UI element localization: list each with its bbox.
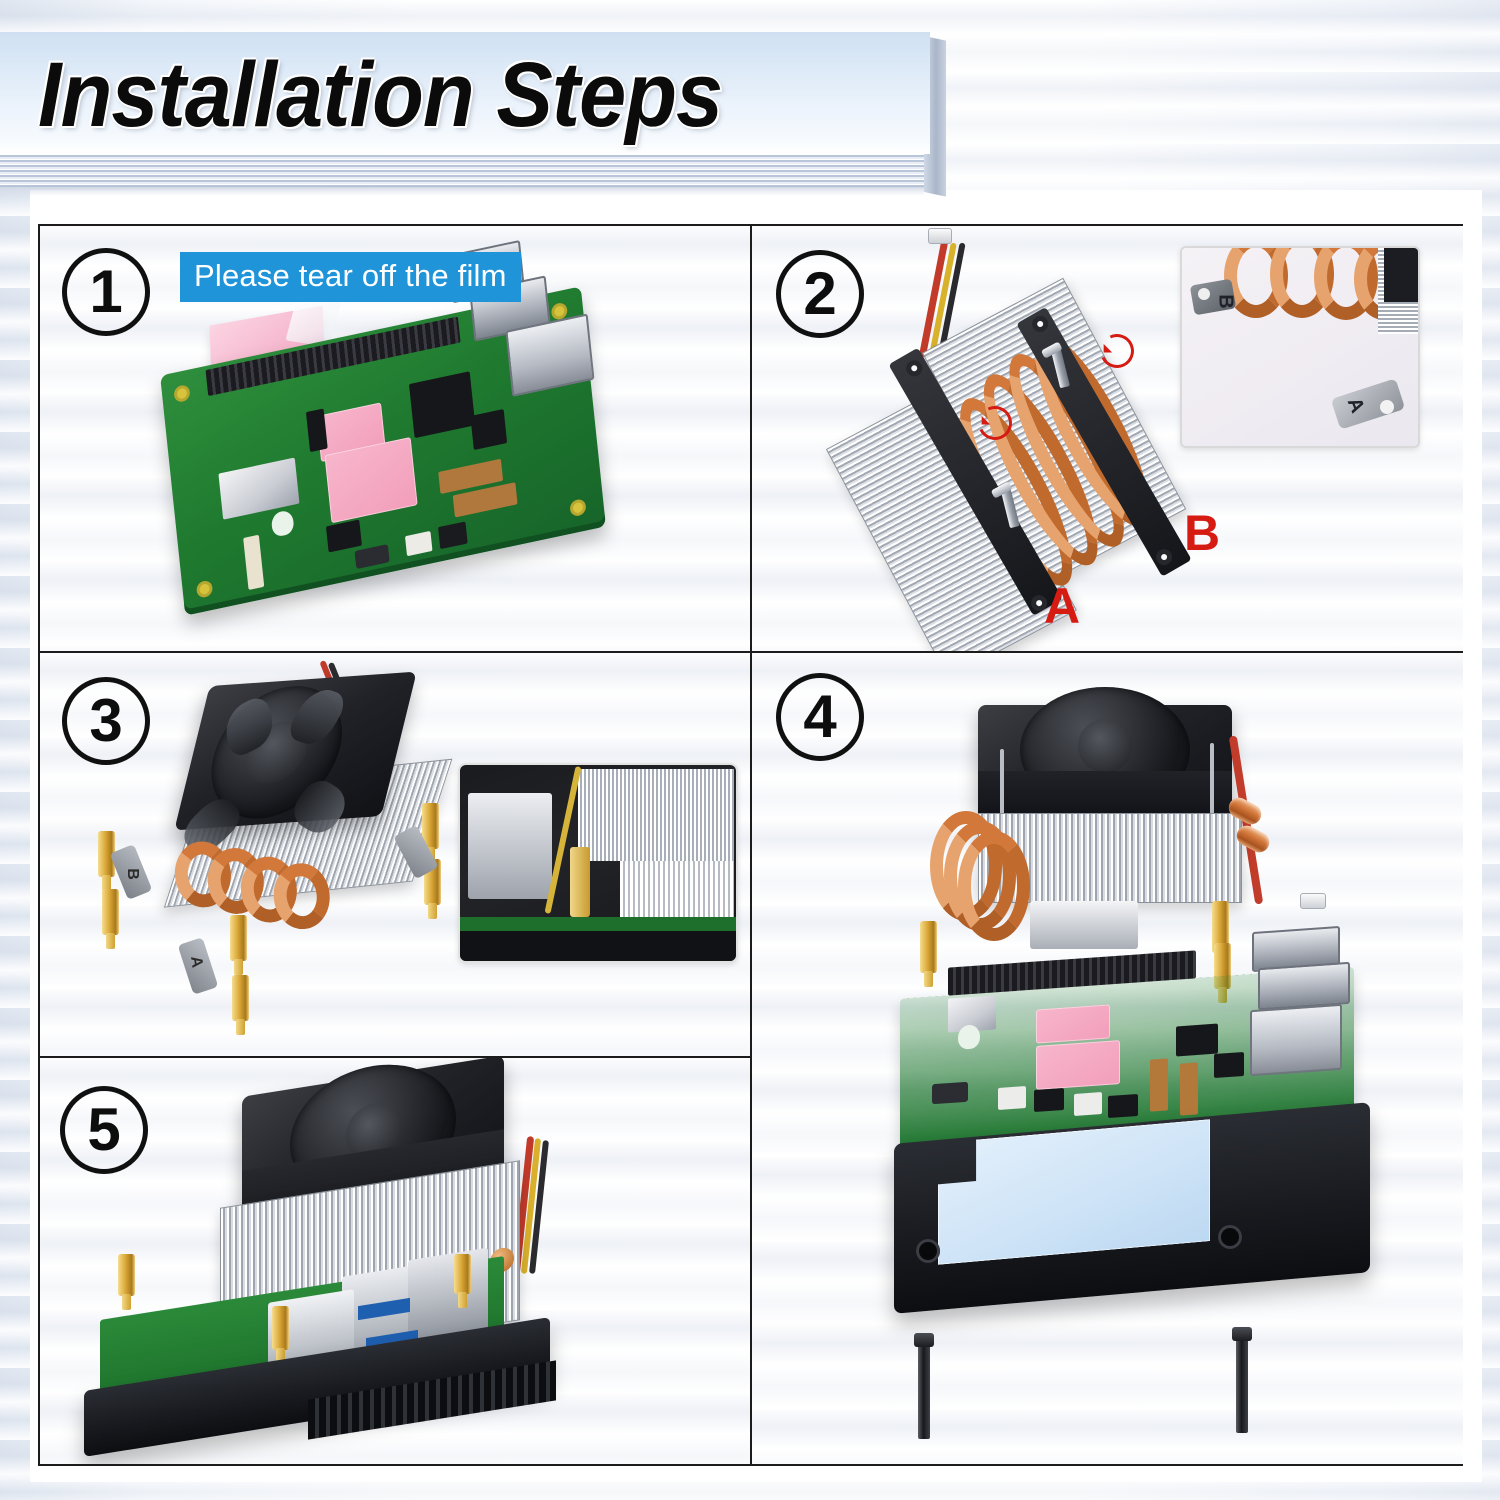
blue-thermal-pad (938, 1119, 1210, 1265)
panel-step-4: 4 (752, 653, 1463, 1464)
panel-step-5: 5 (40, 1058, 752, 1464)
inset-photo-standoff-mount (458, 763, 738, 963)
thermal-pad-exploded-2 (1036, 1040, 1120, 1090)
standoff-right (272, 1306, 289, 1364)
step-badge-1: 1 (62, 248, 150, 336)
contact-block (1030, 901, 1138, 949)
banner-stacked-ribs (0, 154, 924, 196)
panel-step-2: 2 B A (752, 226, 1463, 653)
standoff-left-exploded (920, 921, 937, 987)
long-screw-left (914, 1333, 934, 1439)
thermal-pad-exploded-1 (1036, 1004, 1110, 1044)
panel-step-1: 1 Please tear off the film (40, 226, 752, 653)
fan-clip-left (1000, 749, 1004, 837)
base-screw-hole-right (1218, 1225, 1242, 1249)
copper-heatpipe-bend-3 (958, 831, 1030, 941)
pi-metal-shield (218, 457, 300, 520)
tear-off-film-label: Please tear off the film (180, 252, 521, 302)
step-badge-5: 5 (60, 1086, 148, 1174)
standoff-far (454, 1254, 471, 1308)
inset-photo-ab-brackets: B A (1180, 246, 1420, 448)
marker-b: B (1184, 505, 1221, 561)
bracket-tab-a-label: A (187, 955, 206, 969)
panel-step-3: 3 (40, 653, 752, 1058)
cooling-fan (174, 671, 417, 861)
header-banner: Installation Steps (0, 32, 930, 154)
fan-wire-connector (928, 228, 952, 244)
standoff-left (118, 1254, 135, 1310)
long-screw-right (1232, 1327, 1252, 1433)
marker-a: A (1044, 578, 1081, 634)
fan-power-connector (1300, 893, 1326, 909)
raspberry-pi-board (160, 239, 606, 616)
bracket-tab-b-label: B (123, 868, 141, 880)
base-screw-hole-left (916, 1239, 940, 1263)
usb-port-bottom-exploded (1258, 961, 1350, 1011)
steps-grid: 1 Please tear off the film (38, 224, 1463, 1466)
standoff-3 (230, 915, 247, 975)
step-badge-3: 3 (62, 677, 150, 765)
step-badge-2: 2 (776, 250, 864, 338)
inset-label-b: B (1214, 294, 1237, 309)
standoff-1 (98, 831, 115, 891)
ethernet-port-exploded (1250, 1003, 1342, 1077)
fan-clip-right (1210, 743, 1214, 837)
standoff-4 (232, 975, 249, 1035)
standoff-2 (102, 889, 119, 949)
page-title: Installation Steps (38, 44, 723, 146)
step-badge-4: 4 (776, 673, 864, 761)
